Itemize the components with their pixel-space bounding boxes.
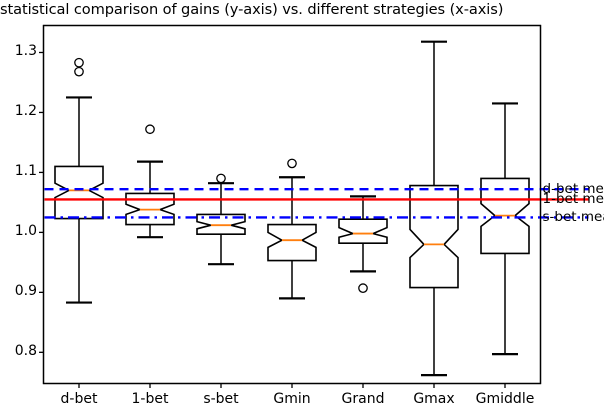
outlier-point — [74, 66, 84, 77]
outlier-point — [287, 158, 297, 169]
x-tick-label-gmin: Gmin — [273, 390, 311, 407]
y-tick-label: 0.8 — [14, 343, 37, 360]
outlier-point — [145, 124, 155, 135]
x-tick-label-grand: Grand — [341, 390, 385, 407]
box-gmax[interactable] — [409, 184, 459, 289]
outlier-point — [74, 57, 84, 68]
mean-line-label-1-bet-mean: 1-bet mean — [542, 191, 604, 208]
y-tick-label: 0.9 — [14, 283, 37, 300]
y-tick-label: 1.1 — [14, 163, 37, 180]
box-grand[interactable] — [338, 218, 388, 244]
box-d-bet[interactable] — [54, 165, 104, 220]
x-tick-label-gmiddle: Gmiddle — [475, 390, 535, 407]
x-tick-label-s-bet: s-bet — [203, 390, 239, 407]
x-tick-label-1-bet: 1-bet — [131, 390, 169, 407]
mean-line-label-s-bet-mean: s-bet mean — [542, 209, 604, 226]
x-tick-label-gmax: Gmax — [413, 390, 455, 407]
box-gmin[interactable] — [267, 223, 317, 262]
outlier-point — [358, 283, 368, 294]
mean-line-label-d-bet-mean: d-bet mean — [542, 181, 604, 198]
axes-frame-overlay — [42, 24, 542, 385]
y-tick-label: 1.3 — [14, 43, 37, 60]
chart-title: statistical comparison of gains (y-axis)… — [0, 1, 504, 18]
outlier-point — [216, 173, 226, 184]
x-tick-label-d-bet: d-bet — [60, 390, 98, 407]
y-tick-label: 1.0 — [14, 223, 37, 240]
y-tick-label: 1.2 — [14, 103, 37, 120]
